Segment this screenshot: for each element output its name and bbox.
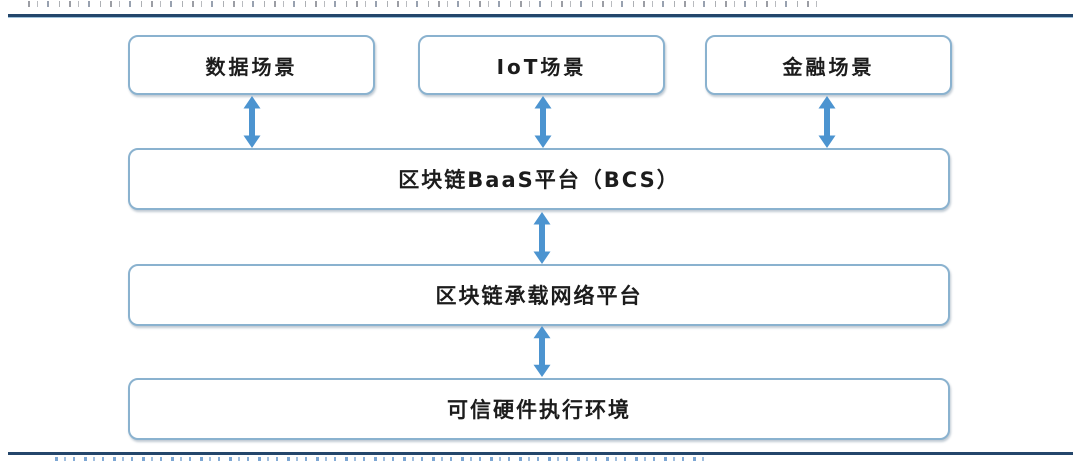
layer-network-label: 区块链承载网络平台 (435, 284, 643, 308)
box-data-scenario: 数据场景 (128, 35, 375, 95)
layer-trusted-hardware-environment: 可信硬件执行环境 (128, 378, 950, 440)
double-arrow-icon (531, 326, 553, 377)
box-finance-scenario: 金融场景 (705, 35, 952, 95)
layer-baas-label: 区块链BaaS平台（BCS） (398, 168, 680, 192)
box-iot-scenario-label: IoT场景 (496, 54, 587, 79)
layer-tee-label: 可信硬件执行环境 (447, 398, 631, 422)
clipped-text-top (28, 1, 825, 7)
bottom-divider-line (8, 452, 1073, 455)
layer-blockchain-carrier-network: 区块链承载网络平台 (128, 264, 950, 326)
clipped-text-bottom (55, 457, 705, 461)
top-divider-line (8, 14, 1073, 18)
box-finance-scenario-label: 金融场景 (782, 54, 875, 79)
double-arrow-icon (241, 96, 263, 148)
layer-blockchain-baas-platform: 区块链BaaS平台（BCS） (128, 148, 950, 210)
double-arrow-icon (532, 96, 554, 148)
box-iot-scenario: IoT场景 (418, 35, 665, 95)
box-data-scenario-label: 数据场景 (205, 54, 298, 79)
double-arrow-icon (531, 212, 553, 264)
double-arrow-icon (816, 96, 838, 148)
